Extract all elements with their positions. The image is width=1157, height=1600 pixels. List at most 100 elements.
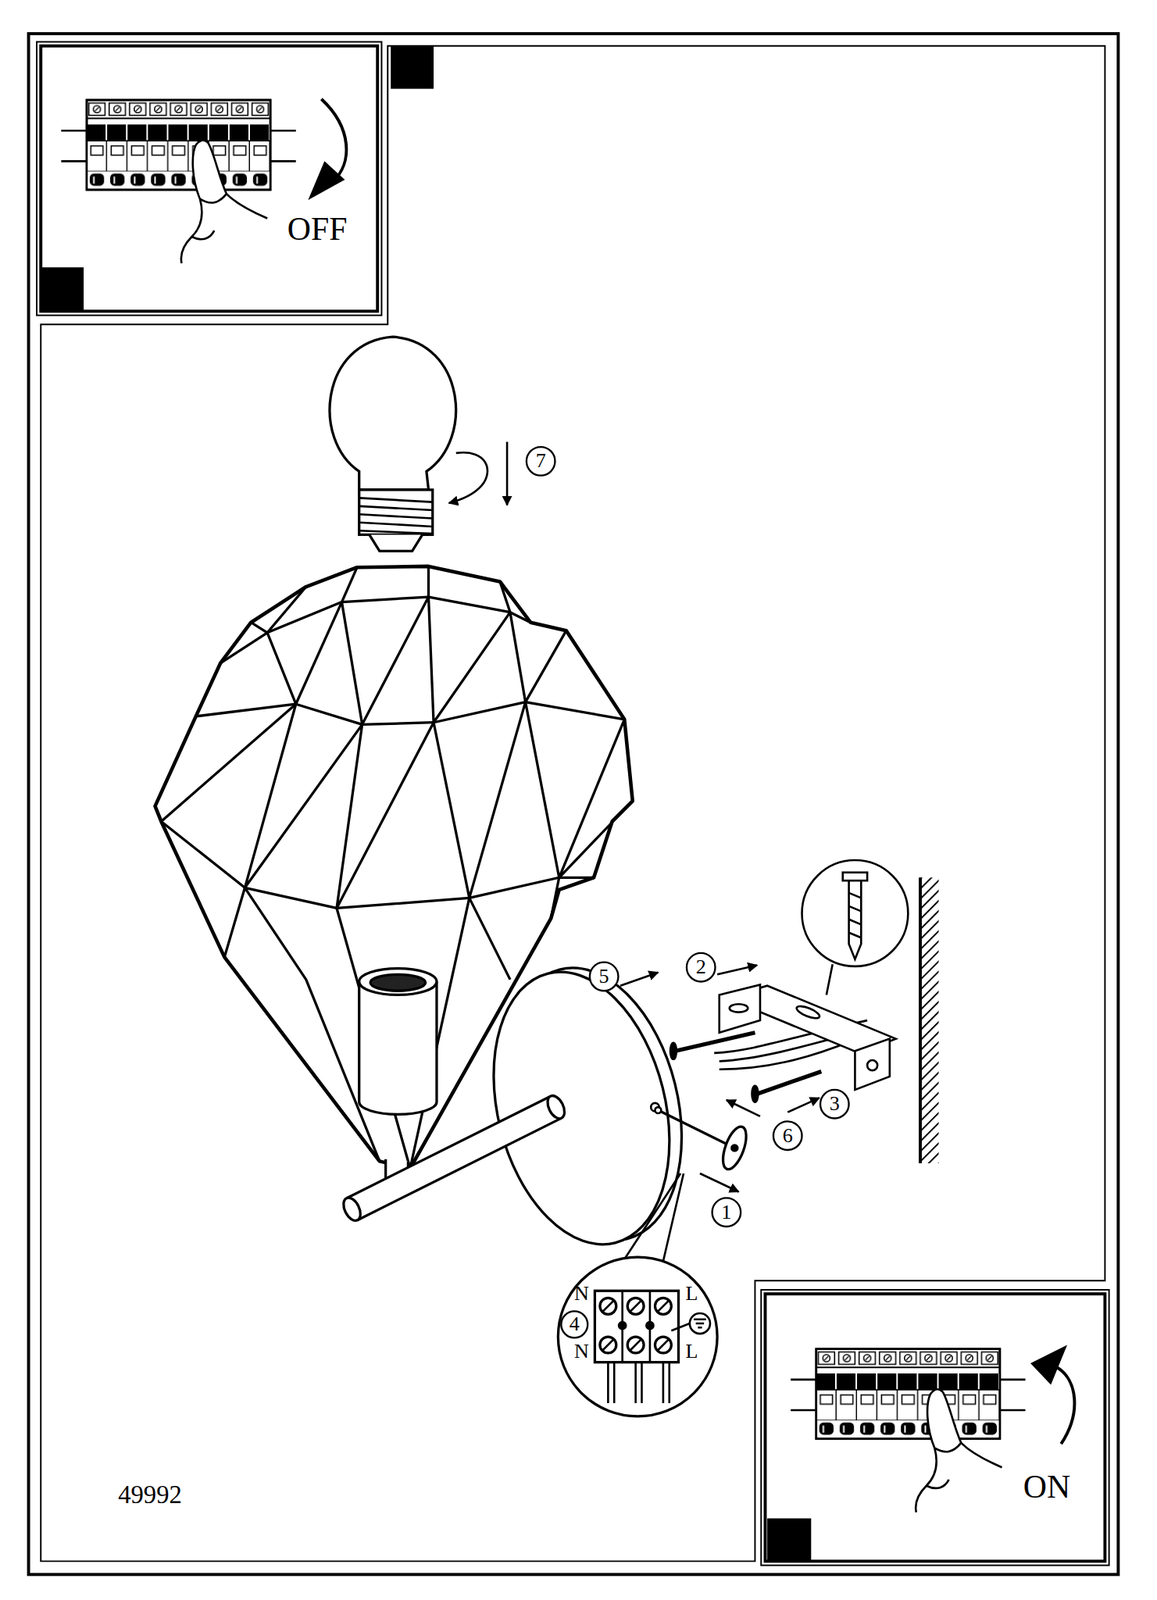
fixing-screw bbox=[717, 1123, 751, 1172]
step-marker bbox=[40, 267, 84, 311]
switch-state: ON bbox=[1023, 1471, 1071, 1504]
mounting-bracket bbox=[670, 984, 897, 1102]
terminal-block-detail bbox=[557, 1173, 718, 1417]
callout-number: 1 bbox=[721, 1201, 732, 1222]
terminal-block-detail bbox=[594, 1290, 679, 1362]
wall-plug-detail bbox=[802, 860, 909, 967]
terminal-block-detail bbox=[693, 1319, 707, 1328]
terminal-name: N bbox=[574, 1283, 590, 1304]
terminal-name: L bbox=[685, 1341, 698, 1362]
circuit-breaker-off bbox=[307, 160, 345, 200]
page-frame bbox=[760, 1289, 1109, 1566]
circuit-breaker-off bbox=[181, 139, 271, 263]
page-frame bbox=[40, 46, 1105, 1562]
fixing-screw bbox=[657, 1110, 727, 1144]
lamp-arm bbox=[339, 1195, 364, 1224]
step-arrow bbox=[787, 1097, 819, 1112]
step-marker bbox=[390, 46, 434, 90]
callout-number: 5 bbox=[599, 966, 610, 987]
switch-state: OFF bbox=[287, 213, 348, 247]
step-arrow bbox=[726, 1099, 761, 1117]
faceted-shade bbox=[160, 702, 633, 909]
callout-circle bbox=[773, 1121, 803, 1150]
terminal-name: L bbox=[685, 1283, 698, 1304]
mounting-bracket bbox=[757, 1071, 822, 1094]
terminal-block-detail bbox=[617, 1321, 626, 1329]
light-bulb bbox=[329, 336, 457, 490]
page-frame bbox=[764, 1293, 1105, 1561]
circuit-breaker-on bbox=[915, 1389, 1005, 1512]
callout-number: 3 bbox=[829, 1093, 840, 1115]
faceted-shade bbox=[160, 821, 594, 908]
screw-in-arrow bbox=[449, 452, 488, 504]
model-number: 49992 bbox=[117, 1481, 183, 1508]
fixing-screw bbox=[654, 1107, 661, 1114]
terminal-block-detail bbox=[689, 1313, 711, 1334]
callout-number: 7 bbox=[535, 450, 547, 472]
callout-circle bbox=[589, 962, 619, 992]
terminal-block-detail bbox=[603, 1300, 669, 1350]
wall-plug-detail bbox=[842, 872, 868, 881]
lamp-arm bbox=[339, 1092, 568, 1224]
wall-plug-detail bbox=[849, 880, 862, 960]
light-bulb bbox=[369, 534, 423, 551]
lamp-socket bbox=[359, 968, 437, 1115]
terminal-block-detail bbox=[624, 1173, 684, 1261]
lamp-socket bbox=[359, 981, 437, 1115]
faceted-shade bbox=[196, 702, 625, 725]
callout-number: 6 bbox=[782, 1125, 793, 1147]
mounting-bracket bbox=[719, 984, 761, 1033]
page-frame bbox=[28, 33, 1119, 1575]
faceted-shade bbox=[160, 566, 633, 1169]
fixing-screw bbox=[654, 1107, 751, 1172]
screw-in-arrow bbox=[449, 442, 508, 506]
mounting-bracket bbox=[867, 1060, 878, 1071]
faceted-shade bbox=[155, 566, 633, 1169]
terminal-block-detail bbox=[646, 1321, 654, 1329]
callout-circle bbox=[820, 1089, 850, 1119]
lamp-socket bbox=[359, 968, 437, 996]
mounting-bracket bbox=[752, 1085, 759, 1103]
light-bulb bbox=[329, 336, 457, 551]
mounting-bracket bbox=[854, 1039, 890, 1090]
step-marker bbox=[40, 46, 811, 1562]
lamp-arm bbox=[346, 1096, 562, 1221]
circuit-breaker-off bbox=[60, 99, 296, 190]
step-arrow bbox=[717, 965, 758, 975]
mounting-bracket bbox=[670, 1042, 677, 1060]
wall-plug-detail bbox=[826, 964, 833, 995]
step-arrow bbox=[620, 972, 658, 986]
lamp-socket bbox=[370, 974, 426, 991]
page-frame bbox=[40, 46, 378, 312]
terminal-block-detail bbox=[671, 1323, 690, 1331]
callout-circle bbox=[526, 446, 556, 476]
callout-number: 2 bbox=[696, 957, 707, 978]
wall bbox=[918, 877, 922, 1164]
circuit-breaker-on bbox=[1030, 1344, 1068, 1385]
page-frame bbox=[36, 42, 382, 316]
faceted-shade bbox=[267, 566, 511, 633]
page-frame bbox=[28, 33, 1119, 1575]
light-bulb bbox=[359, 489, 433, 535]
circuit-breaker-on bbox=[1057, 1367, 1075, 1444]
circuit-breaker-on bbox=[790, 1344, 1075, 1512]
lamp-arm bbox=[544, 1092, 568, 1122]
screw-in-arrow bbox=[506, 442, 509, 506]
step-marker bbox=[767, 1518, 811, 1562]
terminal-name: N bbox=[574, 1341, 590, 1362]
wall-plug-detail bbox=[849, 892, 862, 938]
wall bbox=[920, 877, 940, 1164]
mounting-bracket bbox=[795, 1003, 822, 1021]
callout-circle bbox=[526, 446, 850, 1338]
wall-plug-detail bbox=[802, 860, 909, 995]
fixing-screw bbox=[731, 1144, 738, 1151]
callout-circle bbox=[560, 1310, 588, 1338]
callout-number: 4 bbox=[569, 1314, 580, 1335]
wall bbox=[920, 877, 940, 1164]
faceted-shade bbox=[155, 566, 633, 1169]
faceted-shade bbox=[220, 596, 567, 725]
terminal-block-detail bbox=[607, 1362, 669, 1404]
step-arrow bbox=[699, 1173, 740, 1193]
